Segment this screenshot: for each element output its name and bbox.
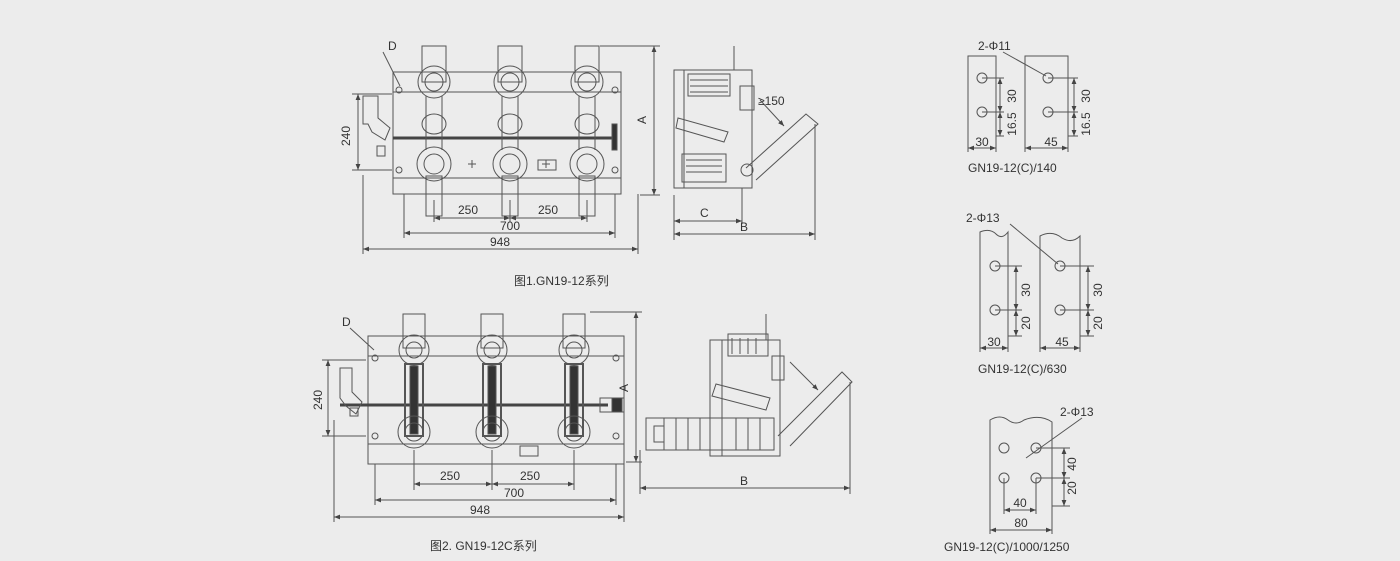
detail630-dim-30-v-right: 30 xyxy=(1091,283,1105,297)
figure2-label-d: D xyxy=(342,315,351,329)
detail140-dim-30-v-left: 30 xyxy=(1005,89,1019,103)
detail1000-dim-40-h: 40 xyxy=(1013,496,1027,510)
detail630-caption: GN19-12(C)/630 xyxy=(978,362,1067,376)
figure1-dim-240: 240 xyxy=(339,126,353,146)
figure2-front-view xyxy=(322,311,642,522)
detail630-dim-20-right: 20 xyxy=(1091,316,1105,330)
figure1-label-b: B xyxy=(740,220,748,234)
detail1000-caption: GN19-12(C)/1000/1250 xyxy=(944,540,1070,554)
detail140-dim-165-left: 16.5 xyxy=(1005,112,1019,136)
figure2-side-view xyxy=(639,314,853,494)
detail140-dim-30-v-right: 30 xyxy=(1079,89,1093,103)
detail1000-dim-40-v: 40 xyxy=(1065,457,1079,471)
detail630-dim-30-h: 30 xyxy=(987,335,1001,349)
detail630-dim-45-h: 45 xyxy=(1055,335,1069,349)
detail1000-dim-20-v: 20 xyxy=(1065,481,1079,495)
figure2-pole-3 xyxy=(557,313,591,449)
detail630-drawing xyxy=(979,223,1094,352)
detail140-dim-30-h: 30 xyxy=(975,135,989,149)
figure1-pole-3 xyxy=(569,45,605,217)
figure1-angle: ≥150 xyxy=(758,94,785,108)
figure1-handle xyxy=(362,95,391,141)
detail1000-dim-80-h: 80 xyxy=(1014,516,1028,530)
figure1-base-frame xyxy=(392,71,622,195)
figure1-label-a: A xyxy=(635,116,649,124)
figure2-label-b: B xyxy=(740,474,748,488)
figure2-dim-700: 700 xyxy=(504,486,524,500)
figure2-label-a: A xyxy=(617,384,631,392)
figure2-dim-240: 240 xyxy=(311,390,325,410)
detail630-dim-20-left: 20 xyxy=(1019,316,1033,330)
figure1-label-d: D xyxy=(388,39,397,53)
detail140-hole: 2-Φ11 xyxy=(978,39,1011,53)
detail1000-drawing xyxy=(989,416,1083,534)
figure1-dim-948: 948 xyxy=(490,235,510,249)
detail630-dim-30-v-left: 30 xyxy=(1019,283,1033,297)
figure2-pole-1 xyxy=(397,313,431,449)
detail1000-hole: 2-Φ13 xyxy=(1060,405,1094,419)
figure1-front-view xyxy=(352,45,660,254)
figure1-caption: 图1.GN19-12系列 xyxy=(514,274,609,288)
detail630-hole: 2-Φ13 xyxy=(966,211,1000,225)
detail140-dim-45-h: 45 xyxy=(1044,135,1058,149)
detail140-dim-165-right: 16.5 xyxy=(1079,112,1093,136)
figure1-dim-250-right: 250 xyxy=(538,203,558,217)
detail140-caption: GN19-12(C)/140 xyxy=(968,161,1057,175)
figure2-dim-948: 948 xyxy=(470,503,490,517)
figure1-dim-250-left: 250 xyxy=(458,203,478,217)
detail140-drawing xyxy=(967,51,1078,152)
figure2-dim-250-right: 250 xyxy=(520,469,540,483)
figure1-dim-700: 700 xyxy=(500,219,520,233)
figure1-pole-1 xyxy=(416,45,452,217)
figure1-side-view xyxy=(673,46,819,240)
figure2-dim-250-left: 250 xyxy=(440,469,460,483)
figure2-pole-2 xyxy=(475,313,509,449)
figure1-label-c: C xyxy=(700,206,709,220)
figure2-caption: 图2. GN19-12C系列 xyxy=(430,539,537,553)
